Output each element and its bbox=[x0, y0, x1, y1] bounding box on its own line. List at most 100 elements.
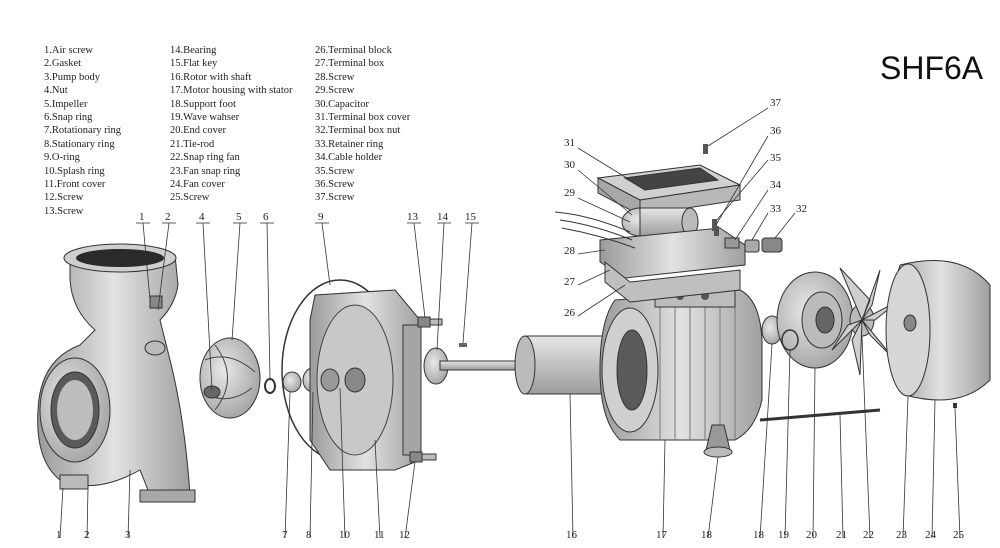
parts-list-item: 5.Impeller bbox=[44, 98, 88, 110]
callout-top-13: 13 bbox=[407, 211, 419, 223]
parts-list-item: 22.Snap ring fan bbox=[170, 152, 240, 164]
parts-list-item: 36.Screw bbox=[315, 179, 355, 191]
callout-bottom-20: 20 bbox=[806, 529, 818, 541]
callout-bottom-7: 7 bbox=[282, 529, 288, 541]
callout-bottom-1: 1 bbox=[56, 529, 62, 541]
callout-30: 30 bbox=[564, 159, 576, 171]
parts-list-item: 17.Motor housing with stator bbox=[170, 85, 293, 97]
parts-list-item: 32.Terminal box nut bbox=[315, 125, 401, 137]
callout-bottom-8: 8 bbox=[306, 529, 312, 541]
parts-list-item: 33.Retainer ring bbox=[315, 138, 384, 150]
callout-top-1: 1 bbox=[139, 211, 145, 223]
parts-list-item: 1.Air screw bbox=[44, 45, 93, 56]
parts-list-item: 3.Pump body bbox=[44, 71, 101, 83]
end-cover bbox=[776, 271, 854, 369]
callout-36: 36 bbox=[770, 125, 782, 137]
screw-12 bbox=[409, 451, 437, 463]
parts-list-item: 15.Flat key bbox=[170, 58, 218, 70]
terminal-box-nut bbox=[761, 237, 783, 253]
parts-list-item: 14.Bearing bbox=[170, 45, 217, 56]
callout-27: 27 bbox=[564, 276, 576, 288]
parts-list-item: 10.Splash ring bbox=[44, 165, 105, 177]
callout-bottom-21: 21 bbox=[836, 529, 847, 541]
parts-list-item: 16.Rotor with shaft bbox=[170, 71, 252, 83]
callout-34: 34 bbox=[770, 179, 782, 191]
callout-top-5: 5 bbox=[236, 211, 242, 223]
callout-33: 33 bbox=[770, 203, 782, 215]
callout-bottom-17: 17 bbox=[656, 529, 668, 541]
parts-list-item: 26.Terminal block bbox=[315, 45, 392, 56]
parts-list-item: 18.Support foot bbox=[170, 98, 236, 110]
screw-36 bbox=[714, 226, 719, 236]
callout-top-9: 9 bbox=[318, 211, 324, 223]
screw-25 bbox=[953, 403, 957, 408]
parts-list-item: 35.Screw bbox=[315, 165, 355, 177]
parts-list-item: 12.Screw bbox=[44, 192, 84, 204]
callout-top-6: 6 bbox=[263, 211, 269, 223]
callout-labels: 1 2 4 5 6 9 13 14 15 1 2 3 7 8 10 11 12 … bbox=[56, 97, 965, 541]
callout-bottom-12: 12 bbox=[399, 529, 410, 541]
parts-list-item: 30.Capacitor bbox=[315, 98, 369, 110]
callout-bottom-25: 25 bbox=[953, 529, 965, 541]
callout-top-14: 14 bbox=[437, 211, 449, 223]
support-foot bbox=[703, 424, 733, 458]
callout-28: 28 bbox=[564, 245, 576, 257]
parts-list-item: 9.O-ring bbox=[44, 152, 80, 164]
screw-35 bbox=[712, 219, 717, 231]
callout-bottom-22: 22 bbox=[863, 529, 874, 541]
parts-list-item: 11.Front cover bbox=[44, 179, 106, 191]
rotationary-ring bbox=[282, 371, 302, 393]
parts-list-item: 37.Screw bbox=[315, 192, 355, 204]
screw-13 bbox=[417, 316, 443, 328]
callout-top-15: 15 bbox=[465, 211, 477, 223]
parts-list-item: 8.Stationary ring bbox=[44, 138, 115, 150]
parts-list-item: 24.Fan cover bbox=[170, 179, 225, 191]
callout-31: 31 bbox=[564, 137, 575, 149]
callout-32: 32 bbox=[796, 203, 807, 215]
callout-bottom-2: 2 bbox=[84, 529, 90, 541]
front-cover bbox=[309, 289, 422, 471]
motor-housing bbox=[599, 284, 763, 441]
terminal-box bbox=[599, 227, 746, 303]
callout-37: 37 bbox=[770, 97, 782, 109]
callout-bottom-18: 18 bbox=[701, 529, 713, 541]
callout-bottom-3: 3 bbox=[125, 529, 131, 541]
callout-bottom-11: 11 bbox=[374, 529, 385, 541]
parts-list-item: 28.Screw bbox=[315, 71, 355, 83]
callout-29: 29 bbox=[564, 187, 576, 199]
model-name: SHF6A bbox=[880, 50, 984, 86]
callout-bottom-23: 23 bbox=[896, 529, 908, 541]
callout-top-2: 2 bbox=[165, 211, 171, 223]
parts-list-item: 13.Screw bbox=[44, 205, 84, 217]
screw-37 bbox=[703, 144, 708, 154]
parts-list-item: 4.Nut bbox=[44, 85, 68, 97]
flat-key bbox=[459, 343, 467, 347]
parts-list-item: 27.Terminal box bbox=[315, 58, 385, 70]
retainer-ring bbox=[744, 239, 760, 253]
callout-26: 26 bbox=[564, 307, 576, 319]
parts-list-item: 2.Gasket bbox=[44, 58, 82, 70]
snap-ring bbox=[264, 378, 276, 394]
parts-list-item: 29.Screw bbox=[315, 85, 355, 97]
callout-bottom-24: 24 bbox=[925, 529, 937, 541]
callout-bottom-10: 10 bbox=[339, 529, 351, 541]
parts-list-item: 31.Terminal box cover bbox=[315, 112, 411, 124]
cable bbox=[554, 211, 636, 249]
callout-bottom-19: 19 bbox=[778, 529, 790, 541]
parts-list-item: 21.Tie-rod bbox=[170, 138, 215, 150]
parts-list-item: 20.End cover bbox=[170, 125, 226, 137]
pump-body bbox=[37, 243, 196, 503]
cable-holder bbox=[724, 237, 740, 249]
parts-list-item: 6.Snap ring bbox=[44, 112, 93, 124]
fan-cover bbox=[885, 260, 991, 401]
parts-list-item: 7.Rotationary ring bbox=[44, 125, 121, 137]
impeller bbox=[199, 337, 261, 419]
callout-bottom-16: 16 bbox=[566, 529, 578, 541]
callout-top-4: 4 bbox=[199, 211, 205, 223]
parts-list-item: 19.Wave wahser bbox=[170, 112, 240, 124]
